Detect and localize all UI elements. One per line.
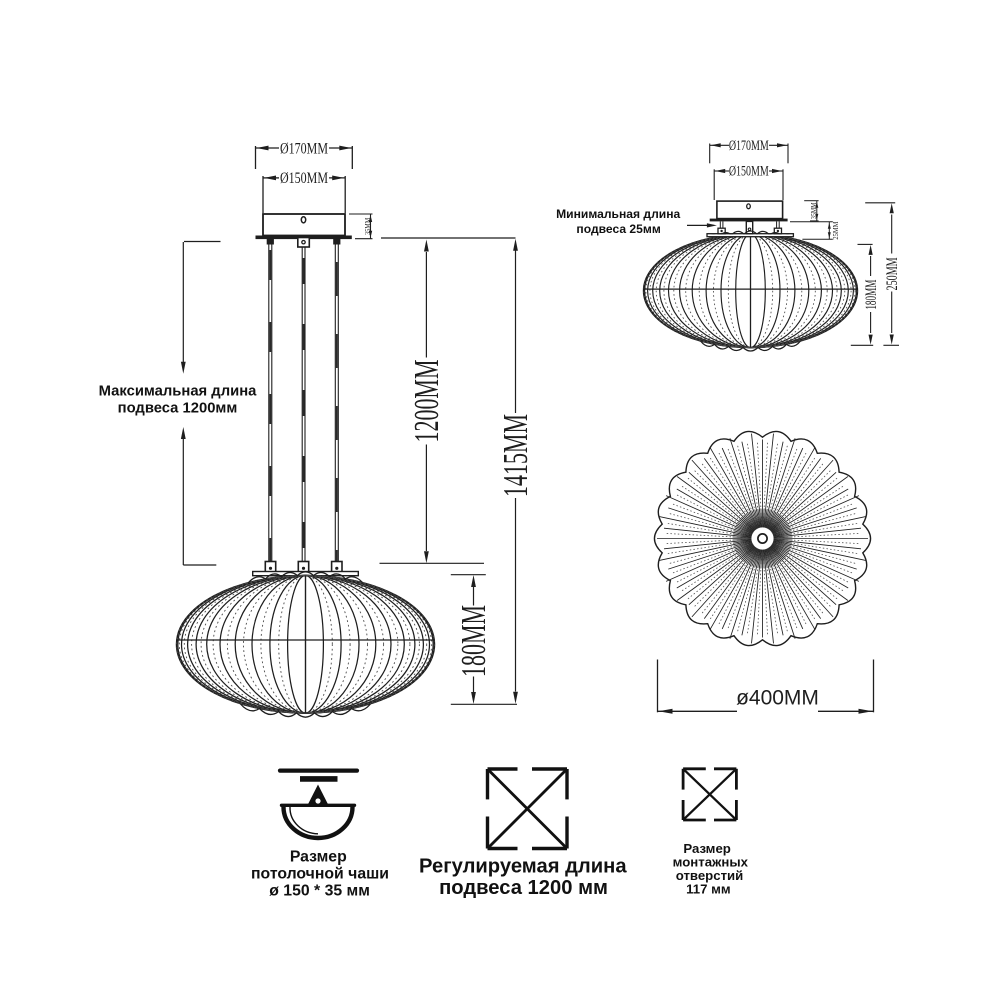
svg-text:180MM: 180MM [861,279,879,309]
svg-text:подвеса 25мм: подвеса 25мм [576,222,660,236]
svg-text:подвеса 1200мм: подвеса 1200мм [118,401,238,417]
svg-text:35MM: 35MM [363,217,372,235]
svg-text:180MM: 180MM [455,605,493,677]
svg-text:Размер: Размер [683,841,731,856]
svg-text:ø400MM: ø400MM [736,687,819,710]
svg-text:25MM: 25MM [831,221,840,240]
svg-text:Размер: Размер [290,849,347,866]
svg-text:отверстий: отверстий [676,868,744,883]
svg-text:117 мм: 117 мм [686,882,730,897]
svg-text:подвеса 1200 мм: подвеса 1200 мм [439,877,608,899]
svg-text:Ø170MM: Ø170MM [729,137,769,153]
svg-text:Максимальная длина: Максимальная длина [99,384,257,400]
svg-text:1415MM: 1415MM [497,414,535,497]
svg-text:1200MM: 1200MM [408,359,446,442]
svg-text:потолочной чаши: потолочной чаши [251,866,389,883]
svg-text:ø 150 * 35 мм: ø 150 * 35 мм [269,883,370,900]
svg-text:Ø150MM: Ø150MM [729,163,769,179]
svg-text:монтажных: монтажных [673,854,749,869]
svg-text:Регулируемая длина: Регулируемая длина [419,856,627,878]
svg-text:Ø170MM: Ø170MM [280,140,328,158]
svg-text:Минимальная длина: Минимальная длина [556,207,680,221]
svg-text:35MM: 35MM [811,202,819,219]
svg-text:Ø150MM: Ø150MM [280,170,328,188]
svg-text:250MM: 250MM [883,257,901,290]
